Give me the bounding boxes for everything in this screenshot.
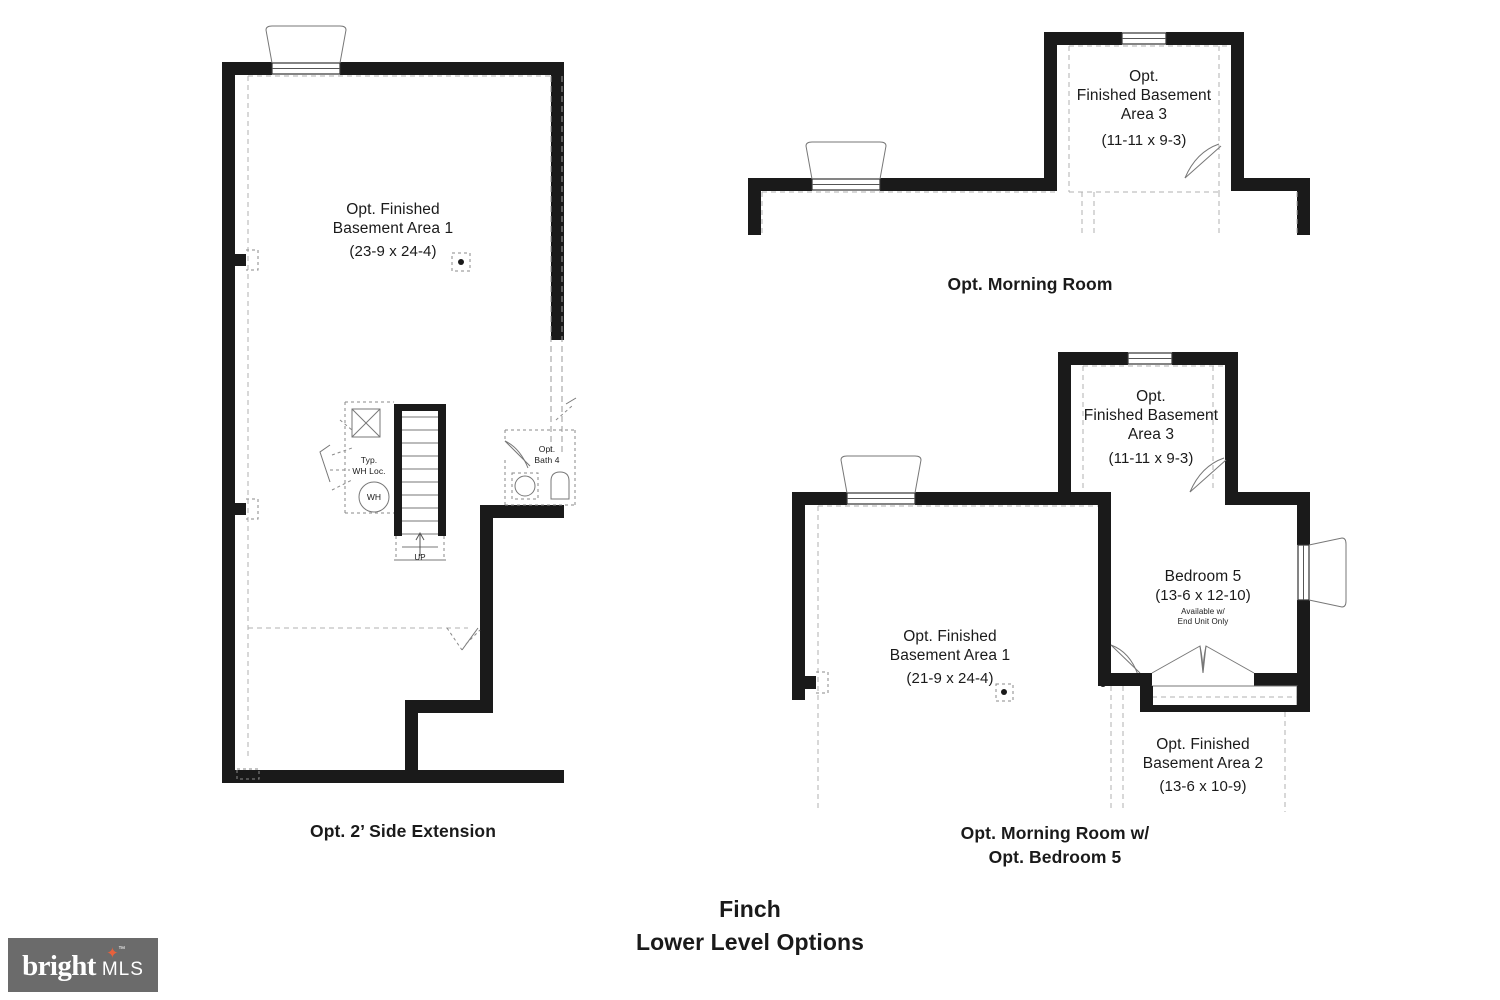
room-label-basement-area-3-bottom: Opt. Finished Basement Area 3 [1083, 388, 1219, 443]
plan-morning-room-geometry [748, 32, 1310, 236]
room-dimension-bedroom-5: (13-6 x 12-10) [1155, 587, 1251, 604]
caption-morning-room-bedroom5-line1: Opt. Morning Room w/ [960, 823, 1150, 843]
brightmls-brand-text: bright [22, 949, 96, 982]
bedroom-5-availability-note: Available w/ End Unit Only [1177, 607, 1229, 627]
room-label-basement-area-1-bottom: Opt. Finished Basement Area 1 [889, 628, 1011, 664]
sheet-title-line2: Lower Level Options [635, 929, 865, 955]
trademark-symbol: ™ [118, 945, 126, 953]
plan-morning-room-bedroom5-geometry [792, 352, 1347, 812]
spark-icon: ✦ [106, 944, 119, 962]
optional-bath-4-label: Opt. Bath 4 [534, 444, 560, 465]
stair-direction-label: UP [414, 553, 426, 562]
caption-side-extension: Opt. 2’ Side Extension [310, 821, 496, 841]
water-heater-symbol-label: WH [366, 492, 382, 502]
bright-mls-watermark: bright ✦ ™ MLS [8, 938, 158, 992]
room-dimension-basement-area-3-top: (11-11 x 9-3) [1101, 132, 1187, 149]
room-label-basement-area-1-left: Opt. Finished Basement Area 1 [332, 201, 454, 237]
room-dimension-basement-area-2: (13-6 x 10-9) [1159, 778, 1247, 795]
room-dimension-basement-area-1-bottom: (21-9 x 24-4) [906, 670, 994, 687]
sheet-title-line1: Finch [719, 896, 781, 922]
brightmls-suffix-text: MLS [101, 958, 144, 980]
plan-side-extension-geometry [222, 25, 577, 783]
water-heater-location-note: Typ. WH Loc. [352, 455, 386, 476]
room-label-basement-area-3-top: Opt. Finished Basement Area 3 [1076, 68, 1212, 123]
room-dimension-basement-area-3-bottom: (11-11 x 9-3) [1108, 450, 1194, 467]
caption-morning-room: Opt. Morning Room [947, 274, 1113, 294]
room-label-basement-area-2: Opt. Finished Basement Area 2 [1142, 736, 1264, 772]
room-label-bedroom-5: Bedroom 5 [1164, 568, 1242, 585]
room-dimension-basement-area-1-left: (23-9 x 24-4) [349, 243, 437, 260]
caption-morning-room-bedroom5-line2: Opt. Bedroom 5 [988, 847, 1122, 867]
